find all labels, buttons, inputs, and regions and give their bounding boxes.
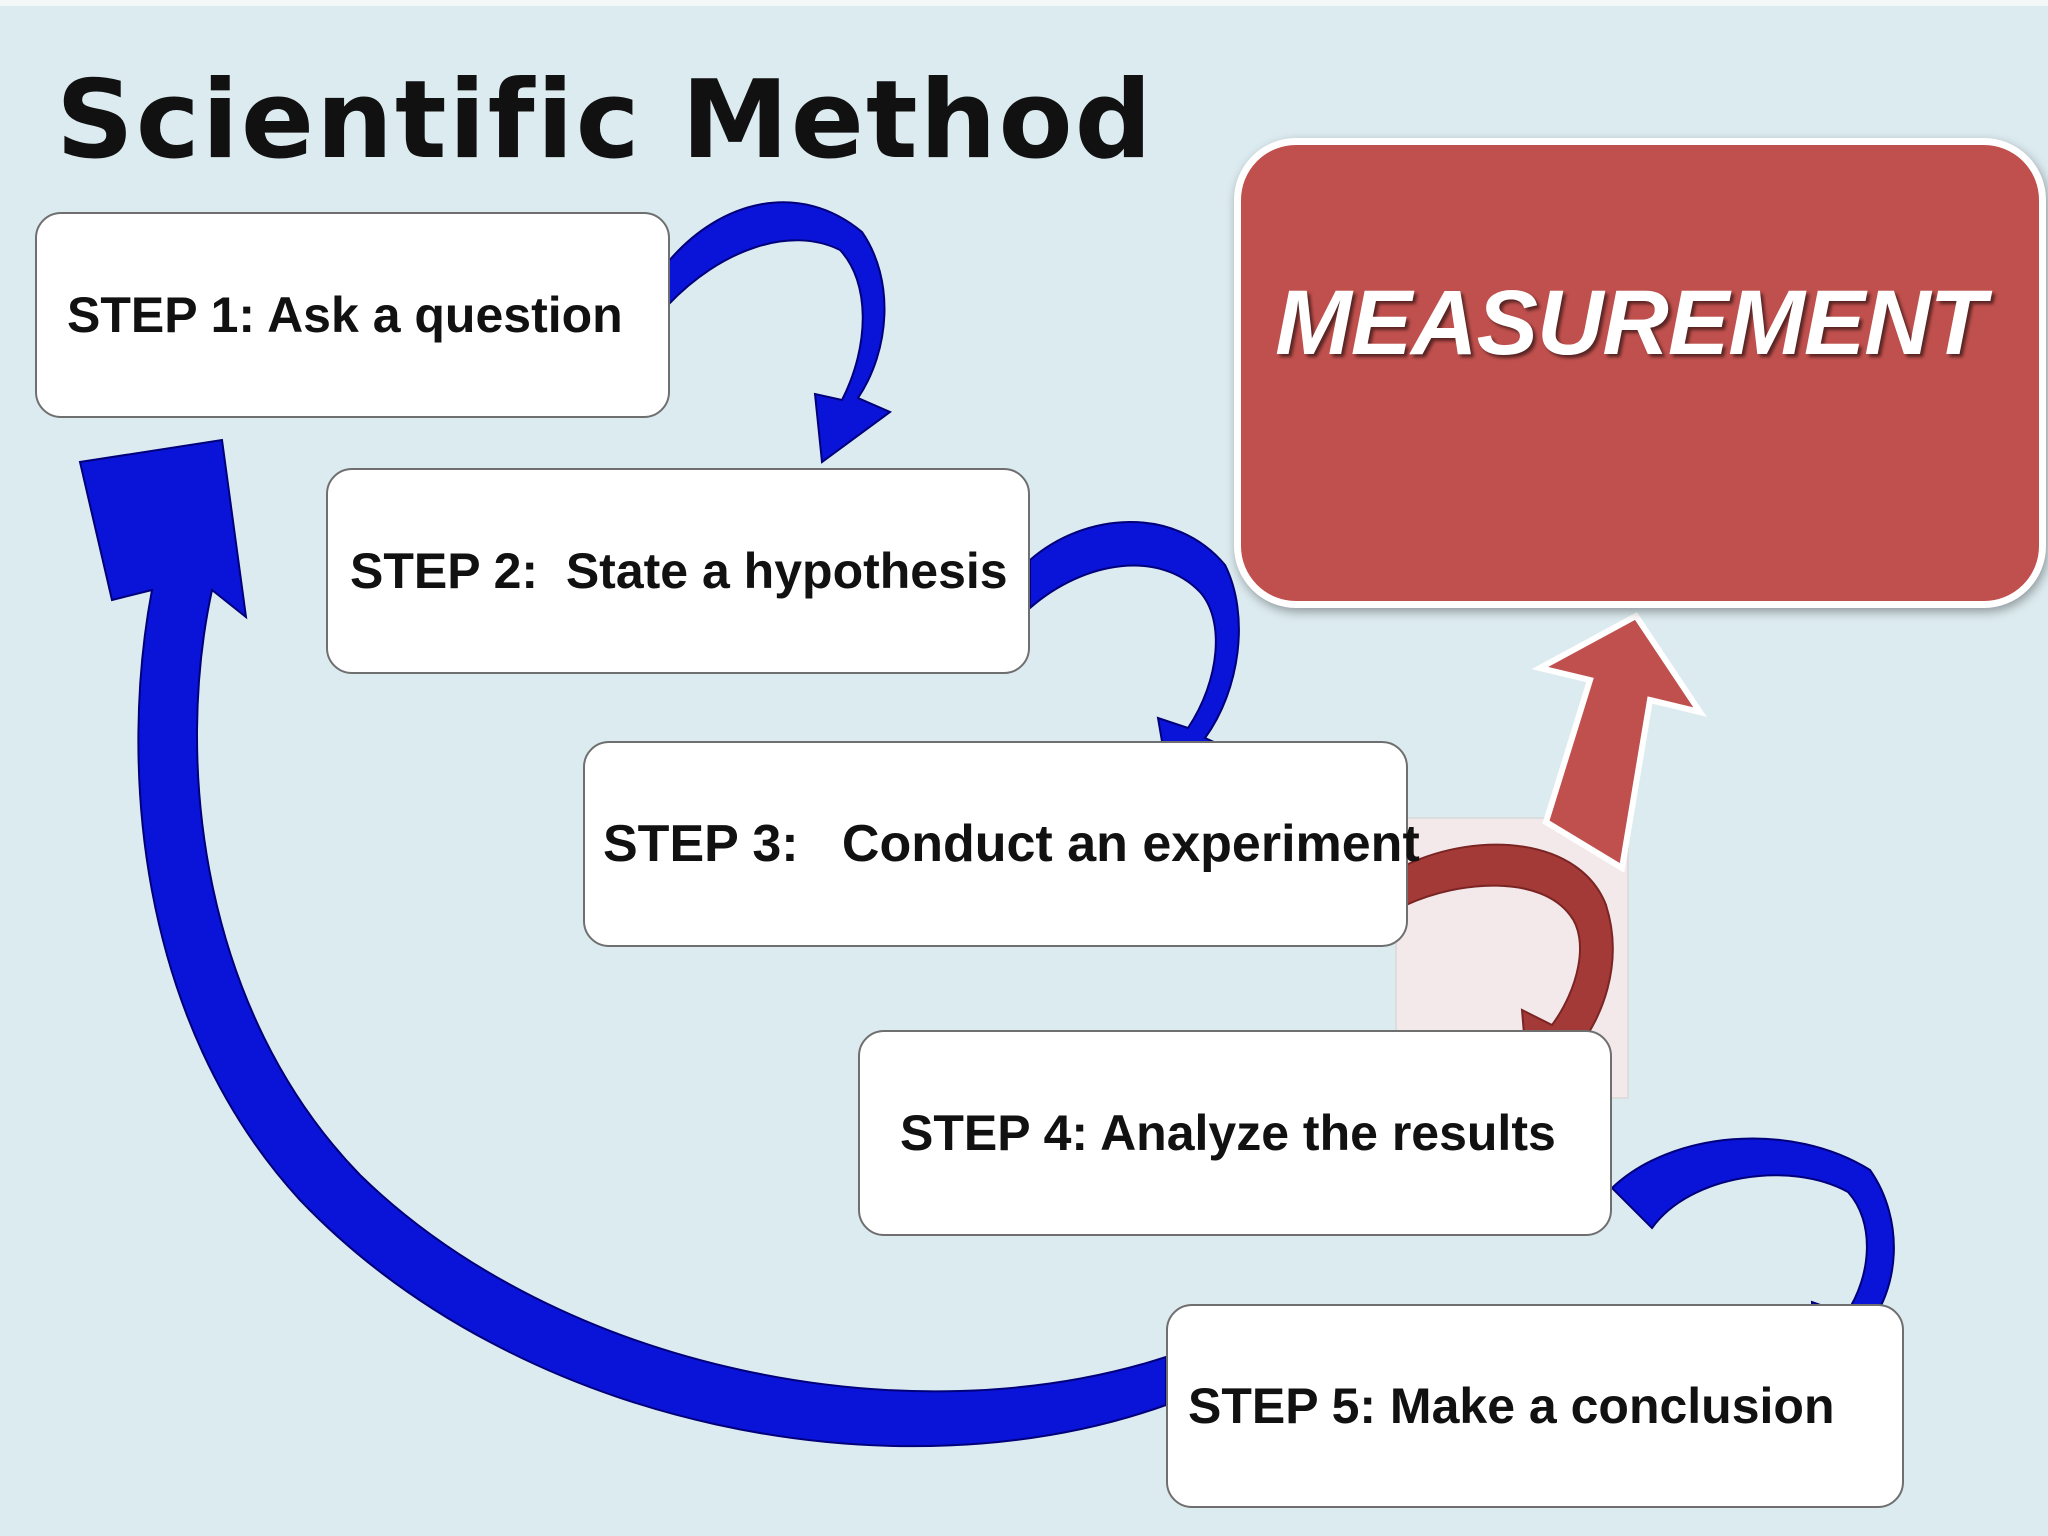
- step-2-box: STEP 2: State a hypothesis: [326, 468, 1030, 674]
- step-4-box: STEP 4: Analyze the results: [858, 1030, 1612, 1236]
- step-1-label: STEP 1: Ask a question: [67, 287, 623, 343]
- measurement-callout: MEASUREMENT: [1234, 138, 2046, 608]
- top-strip: [0, 0, 2048, 6]
- step-1-box: STEP 1: Ask a question: [35, 212, 670, 418]
- measurement-label: MEASUREMENT: [1275, 271, 1986, 374]
- step-2-label: STEP 2: State a hypothesis: [350, 543, 1008, 599]
- step-3-label: STEP 3: Conduct an experiment: [603, 815, 1420, 873]
- arrow-to-measurement: [1531, 612, 1707, 873]
- arrow-step1-to-step2: [667, 201, 892, 464]
- return-arrow-step5-to-step1: [78, 438, 1167, 1448]
- step-5-box: STEP 5: Make a conclusion: [1166, 1304, 1904, 1508]
- step-4-label: STEP 4: Analyze the results: [900, 1105, 1556, 1161]
- step-3-box: STEP 3: Conduct an experiment: [583, 741, 1420, 947]
- step-5-label: STEP 5: Make a conclusion: [1188, 1378, 1835, 1434]
- page-title: Scientific Method: [56, 58, 1154, 183]
